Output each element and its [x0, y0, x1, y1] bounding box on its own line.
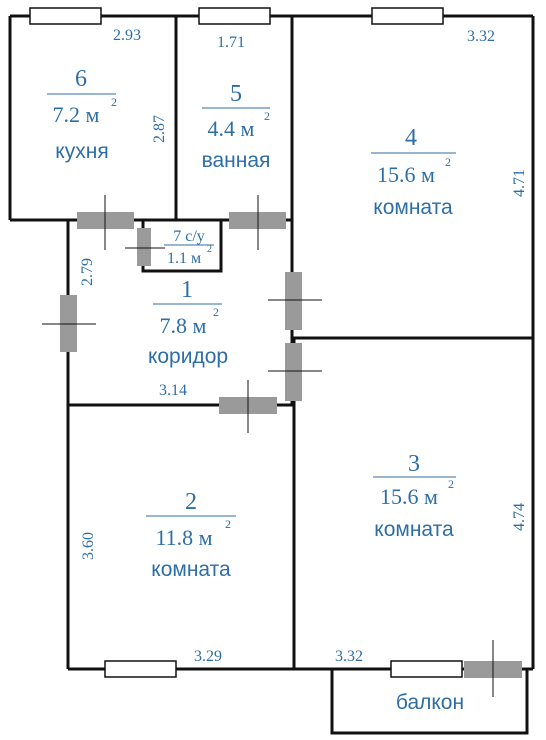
door-room3: [268, 343, 322, 401]
dim-room3-width: 3.32: [335, 648, 363, 665]
area-unit-sup: 2: [264, 109, 270, 123]
door-bath: [229, 195, 286, 250]
room-number: 3: [408, 451, 420, 477]
room-number: 1: [181, 277, 193, 303]
room-number: 2: [185, 489, 197, 515]
window-bath: [198, 7, 271, 25]
dim-corridor-height: 2.79: [79, 258, 96, 286]
window-kitchen: [29, 7, 102, 25]
dim-room3-height: 4.74: [511, 503, 528, 531]
room-name: комната: [374, 518, 454, 541]
dim-room4-height: 4.71: [511, 169, 528, 197]
room-1-label: 1 7.8 м 2 коридор: [148, 277, 228, 368]
area-unit-sup: 2: [225, 517, 231, 531]
room-6-label: 6 7.2 м 2 кухня: [47, 66, 117, 163]
door-room2: [219, 380, 277, 433]
room-number: 6: [75, 66, 87, 92]
door-entrance: [42, 295, 96, 352]
window-room2: [104, 660, 177, 678]
dim-kitchen-width: 2.93: [113, 27, 141, 44]
room-number: 5: [230, 81, 242, 107]
area-unit-sup: 2: [448, 477, 454, 491]
room-area: 1.1 м: [167, 250, 201, 267]
door-balcony: [464, 640, 522, 697]
room-7-label: 7 с/у 1.1 м 2: [164, 228, 214, 267]
wall-balcony: [330, 669, 529, 735]
dim-kitchen-height: 2.87: [151, 115, 168, 143]
dim-bath-width: 1.71: [217, 34, 245, 51]
dim-corridor-width: 3.14: [159, 382, 187, 399]
room-number: 7 с/у: [173, 228, 205, 245]
room-name: комната: [151, 558, 231, 581]
area-unit-sup: 2: [111, 95, 117, 109]
room-2-label: 2 11.8 м 2 комната: [146, 489, 236, 581]
room-name: коридор: [148, 345, 228, 368]
room-3-label: 3 15.6 м 2 комната: [373, 451, 456, 541]
room-area: 15.6 м: [377, 162, 435, 187]
room-area: 7.8 м: [160, 313, 207, 338]
window-room4: [371, 7, 444, 25]
room-area: 4.4 м: [208, 116, 255, 141]
window-balcony: [390, 660, 463, 678]
room-name: балкон: [396, 691, 464, 714]
room-area: 15.6 м: [380, 484, 438, 509]
door-wc: [125, 228, 165, 266]
area-unit-sup: 2: [445, 155, 451, 169]
dimensions: 2.93 2.87 1.71 3.32 4.71 2.79 3.14 3.60 …: [79, 27, 528, 665]
room-area: 7.2 м: [53, 102, 100, 127]
doors: [42, 195, 522, 697]
windows: [29, 7, 463, 678]
door-room4: [268, 272, 322, 330]
area-unit-sup: 2: [213, 305, 219, 319]
area-unit-sup: 2: [207, 244, 212, 255]
dim-room4-width: 3.32: [467, 28, 495, 45]
room-4-label: 4 15.6 м 2 комната: [371, 125, 456, 219]
dim-room2-width: 3.29: [194, 648, 222, 665]
room-number: 4: [405, 125, 417, 151]
room-name: ванная: [202, 149, 271, 172]
room-5-label: 5 4.4 м 2 ванная: [202, 81, 271, 172]
room-area: 11.8 м: [155, 525, 212, 550]
balcony-label: балкон: [396, 691, 464, 714]
room-name: комната: [373, 196, 453, 219]
room-name: кухня: [55, 140, 108, 163]
door-kitchen: [77, 195, 134, 250]
dim-room2-height: 3.60: [80, 532, 97, 560]
